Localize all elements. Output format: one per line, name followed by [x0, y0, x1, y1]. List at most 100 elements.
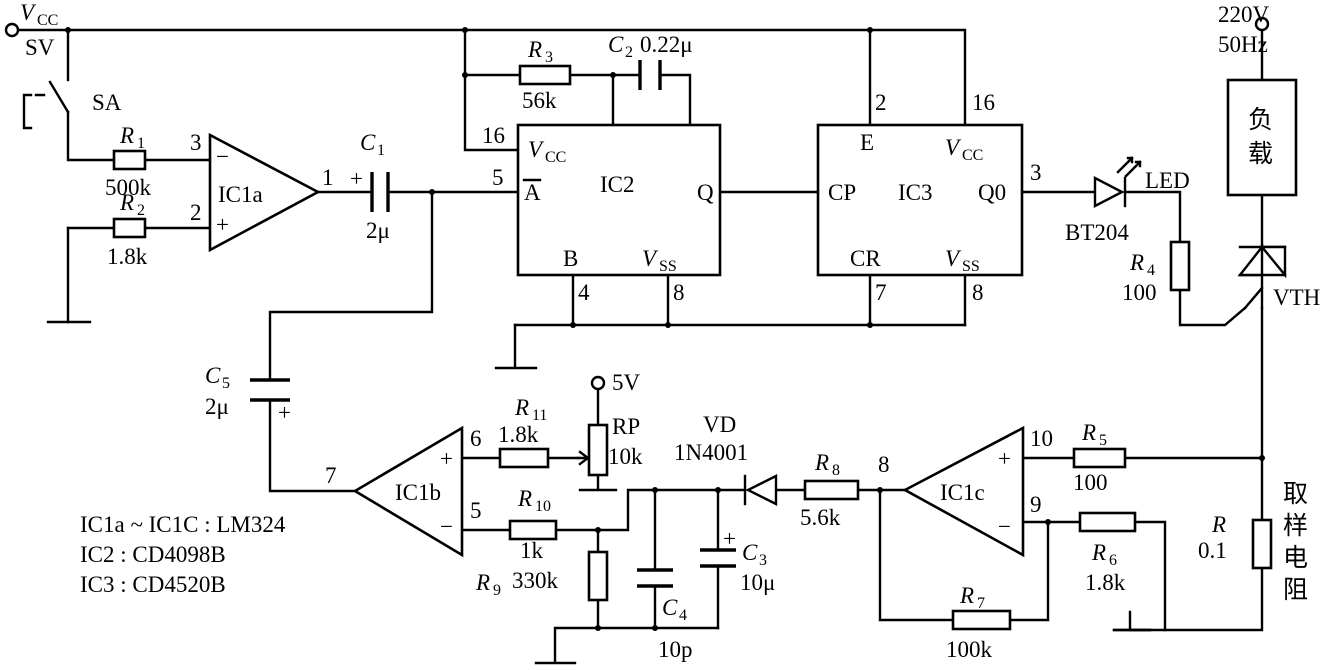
rp-potentiometer: [587, 423, 609, 477]
sa-label: SA: [92, 90, 122, 115]
c3-capacitor: [700, 548, 736, 568]
svg-text:−: −: [216, 144, 229, 169]
svg-text:VD: VD: [703, 412, 736, 437]
mains-hz: 50Hz: [1218, 32, 1268, 57]
svg-text:330k: 330k: [512, 568, 559, 593]
svg-text:E: E: [860, 130, 874, 155]
svg-text:100: 100: [1073, 470, 1108, 495]
c5-capacitor: [250, 378, 290, 402]
svg-text:0.22μ: 0.22μ: [640, 32, 693, 57]
svg-text:Q: Q: [697, 180, 714, 205]
svg-text:LED: LED: [1145, 168, 1190, 193]
svg-text:100: 100: [1122, 280, 1157, 305]
r2-value: 1.8k: [107, 244, 148, 269]
r9-resistor: [587, 550, 609, 602]
svg-text:C: C: [662, 595, 678, 620]
svg-text:10: 10: [535, 498, 551, 515]
svg-text:1: 1: [377, 142, 385, 159]
svg-text:CC: CC: [545, 149, 566, 166]
svg-text:R: R: [514, 395, 529, 420]
r10-resistor: [508, 519, 558, 541]
svg-text:+: +: [350, 166, 363, 191]
svg-text:8: 8: [673, 280, 685, 305]
svg-text:V: V: [528, 137, 545, 162]
c1-capacitor: [370, 172, 390, 212]
r7-resistor: [951, 609, 1012, 631]
svg-text:SS: SS: [962, 258, 980, 275]
c4-capacitor: [637, 568, 673, 588]
ic2-box: [516, 123, 722, 277]
svg-text:C: C: [608, 32, 624, 57]
load-box: [1226, 78, 1298, 197]
svg-text:11: 11: [532, 407, 547, 424]
svg-text:R: R: [119, 190, 134, 215]
svg-text:1k: 1k: [520, 538, 544, 563]
ic1a-opamp: [208, 132, 321, 253]
svg-text:V: V: [642, 246, 659, 271]
svg-text:+: +: [278, 400, 291, 425]
svg-text:R: R: [119, 123, 134, 148]
svg-text:1.8k: 1.8k: [498, 422, 539, 447]
svg-text:6: 6: [470, 426, 482, 451]
vcc-terminal: [4, 22, 20, 38]
svg-text:R: R: [1081, 420, 1096, 445]
svg-text:R: R: [475, 570, 490, 595]
svg-text:+: +: [440, 446, 453, 471]
svg-text:电: 电: [1283, 543, 1308, 572]
svg-text:+: +: [998, 446, 1011, 471]
svg-text:C: C: [205, 363, 221, 388]
svg-text:10k: 10k: [608, 444, 643, 469]
mains-terminal: [1254, 16, 1270, 32]
svg-text:5: 5: [492, 165, 504, 190]
svg-text:7: 7: [875, 280, 887, 305]
c2-capacitor: [638, 60, 662, 90]
ic3-label: IC3: [898, 180, 933, 205]
svg-text:4: 4: [1147, 262, 1155, 279]
vcc-sub: CC: [37, 12, 58, 29]
svg-text:3: 3: [759, 552, 767, 569]
svg-text:2μ: 2μ: [205, 394, 229, 419]
load-char-1: 负: [1248, 105, 1273, 134]
svg-text:SS: SS: [659, 258, 677, 275]
ic2-label: IC2: [600, 172, 635, 197]
svg-text:2: 2: [137, 202, 145, 219]
svg-text:5.6k: 5.6k: [800, 505, 841, 530]
svg-text:0.1: 0.1: [1198, 538, 1227, 563]
note-ic1: IC1a ~ IC1C : LM324: [80, 512, 286, 537]
svg-text:阻: 阻: [1283, 575, 1308, 604]
svg-text:R: R: [1091, 540, 1106, 565]
svg-text:2μ: 2μ: [366, 218, 390, 243]
svg-text:A: A: [524, 180, 541, 205]
svg-text:100k: 100k: [946, 637, 993, 662]
svg-text:+: +: [216, 212, 229, 237]
svg-text:4: 4: [578, 280, 590, 305]
svg-text:R: R: [527, 37, 542, 62]
svg-text:56k: 56k: [522, 88, 557, 113]
svg-text:VTH: VTH: [1273, 285, 1320, 310]
r8-resistor: [803, 479, 860, 501]
svg-text:RP: RP: [612, 414, 640, 439]
svg-text:8: 8: [972, 280, 984, 305]
svg-text:4: 4: [679, 607, 687, 624]
svg-text:3: 3: [545, 49, 553, 66]
svg-text:C: C: [360, 130, 376, 155]
svg-text:9: 9: [1030, 492, 1042, 517]
svg-text:V: V: [945, 246, 962, 271]
svg-text:CC: CC: [962, 147, 983, 164]
svg-text:10: 10: [1030, 426, 1053, 451]
load-char-2: 载: [1248, 139, 1273, 168]
led-diode: [1093, 156, 1142, 208]
sv-label: SV: [25, 35, 55, 60]
svg-text:BT204: BT204: [1065, 220, 1129, 245]
svg-text:10p: 10p: [658, 637, 693, 662]
svg-text:1: 1: [137, 135, 145, 152]
svg-text:CP: CP: [828, 180, 856, 205]
svg-text:6: 6: [1109, 552, 1117, 569]
junctions: [65, 27, 1265, 631]
ic3-box: [816, 123, 1024, 277]
ic1c-opamp: [902, 425, 1025, 558]
svg-text:8: 8: [878, 452, 890, 477]
